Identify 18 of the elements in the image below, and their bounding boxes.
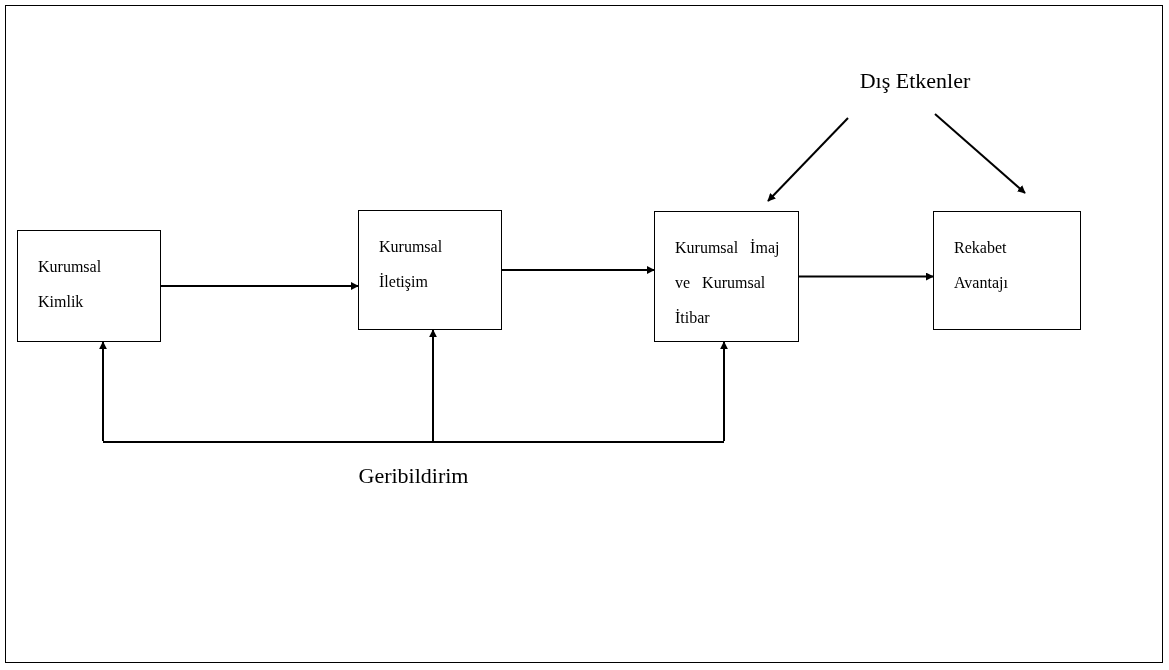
arrow xyxy=(501,266,655,274)
process-box xyxy=(358,210,502,330)
box-label: Kurumsal İmaj ve Kurumsal İtibar xyxy=(675,238,781,329)
process-box xyxy=(17,230,161,342)
box-label: Rekabet Avantajı xyxy=(954,238,1009,294)
arrow xyxy=(798,272,934,281)
process-box xyxy=(654,211,799,342)
arrow xyxy=(767,117,849,202)
arrow xyxy=(160,282,359,290)
arrow xyxy=(934,113,1026,194)
arrow xyxy=(429,329,437,442)
arrow xyxy=(99,341,107,442)
arrow xyxy=(720,341,728,442)
process-box xyxy=(933,211,1081,330)
box-label: Kurumsal İletişim xyxy=(379,237,444,293)
node-label: Dış Etkenler xyxy=(859,68,971,94)
node-label: Geribildirim xyxy=(358,463,469,489)
box-label: Kurumsal Kimlik xyxy=(38,257,103,313)
